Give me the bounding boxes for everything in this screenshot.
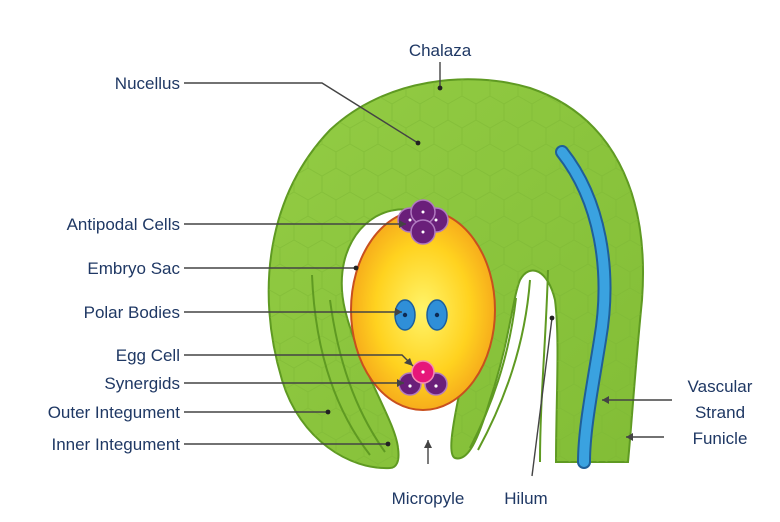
label-antipodal-cells: Antipodal Cells	[67, 215, 180, 234]
label-funicle: Funicle	[693, 429, 748, 448]
label-outer-integument: Outer Integument	[48, 403, 181, 422]
label-vascular: Vascular	[688, 377, 753, 396]
label-nucellus: Nucellus	[115, 74, 180, 93]
label-embryo-sac: Embryo Sac	[87, 259, 180, 278]
label-strand: Strand	[695, 403, 745, 422]
label-chalaza: Chalaza	[409, 41, 472, 60]
label-synergids: Synergids	[104, 374, 180, 393]
label-micropyle: Micropyle	[392, 489, 465, 508]
leader-dots	[325, 85, 555, 447]
label-inner-integument: Inner Integument	[51, 435, 180, 454]
label-hilum: Hilum	[504, 489, 547, 508]
leader-arrowheads	[395, 220, 633, 448]
egg-apparatus	[398, 360, 448, 396]
vascular-strand	[555, 145, 612, 469]
ovule-body	[267, 78, 644, 470]
antipodal-cells	[397, 199, 449, 245]
label-egg-cell: Egg Cell	[116, 346, 180, 365]
label-polar-bodies: Polar Bodies	[84, 303, 180, 322]
leader-lines	[184, 62, 672, 477]
